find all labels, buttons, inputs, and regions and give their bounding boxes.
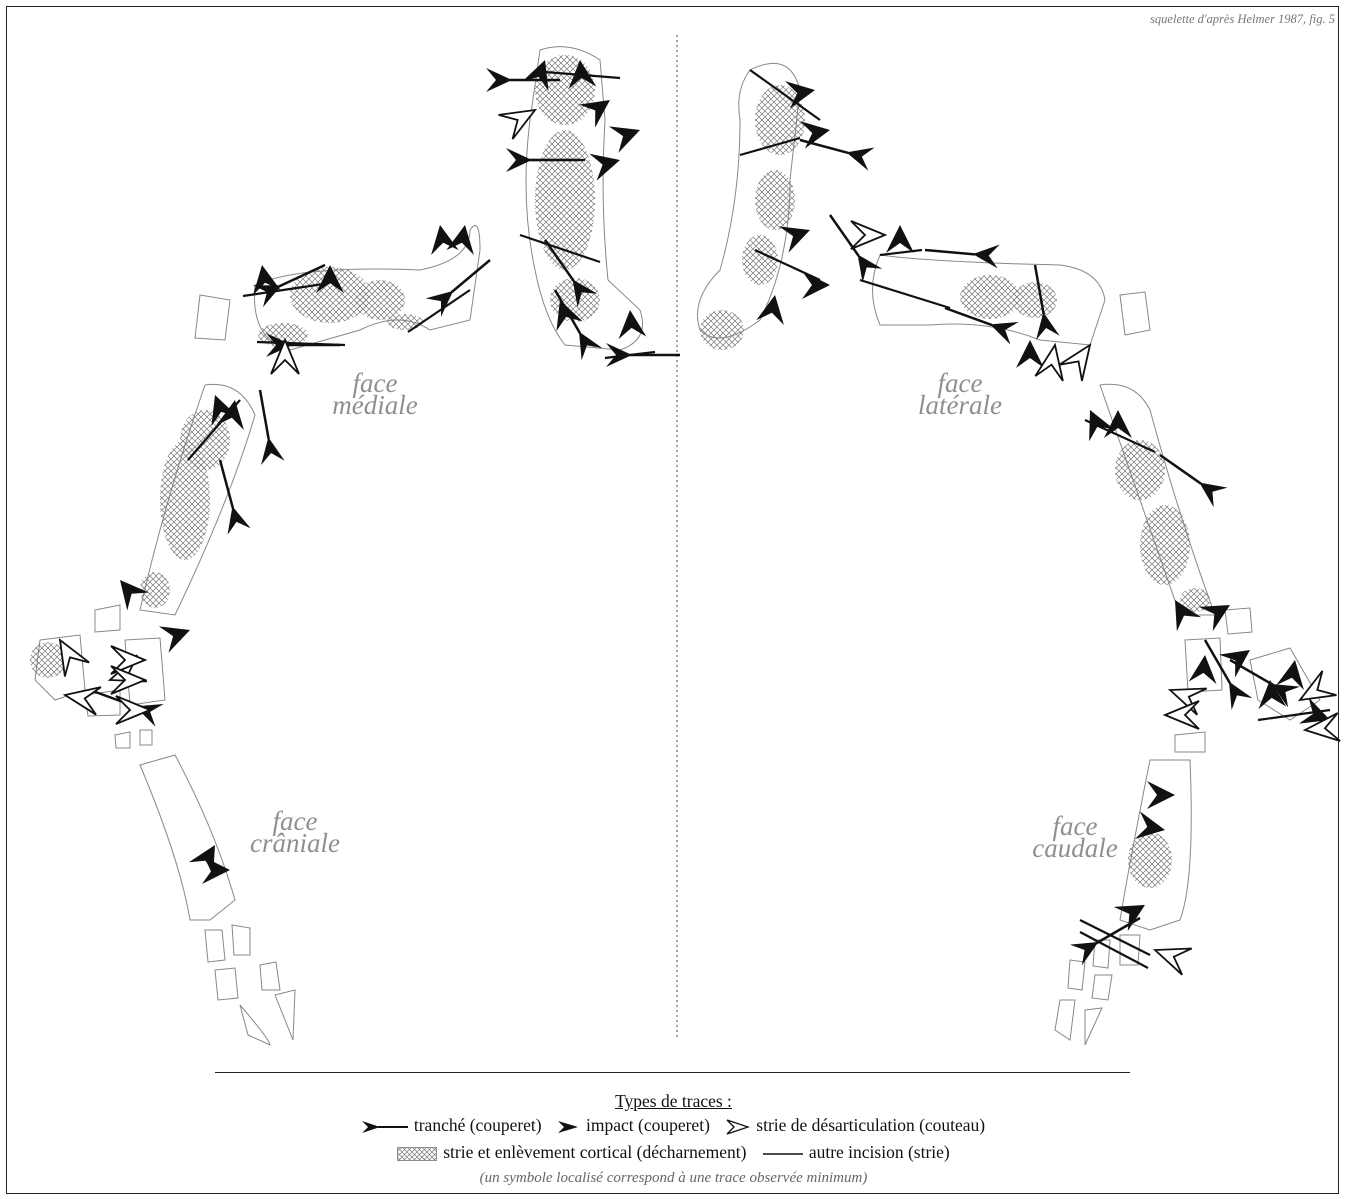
legend-item-decharnement: strie et enlèvement cortical (décharneme… <box>397 1142 751 1162</box>
carpal-right <box>1120 292 1150 335</box>
phalanges-left <box>205 925 295 1045</box>
legend-label-desarticulation: strie de désarticulation (couteau) <box>756 1115 985 1135</box>
legend-item-desarticulation: strie de désarticulation (couteau) <box>726 1115 985 1135</box>
label-face-mediale: face médiale <box>320 372 430 416</box>
tranche-icon <box>362 1120 408 1134</box>
metacarpal-left <box>140 755 235 920</box>
legend-note: (un symbole localisé correspond à une tr… <box>0 1170 1347 1187</box>
legend-label-incision: autre incision (strie) <box>809 1142 950 1162</box>
carpal-left <box>195 295 230 340</box>
legend-item-impact: impact (couperet) <box>558 1115 714 1135</box>
legend-label-impact: impact (couperet) <box>586 1115 710 1135</box>
hatch-swatch-icon <box>397 1147 437 1161</box>
label-face-craniale-line2: crâniale <box>240 832 350 854</box>
impact-icon <box>558 1120 580 1134</box>
incision-line-icon <box>763 1149 803 1159</box>
phalanges-right <box>1055 935 1140 1045</box>
label-face-caudale-line2: caudale <box>1020 837 1130 859</box>
small-bones-left <box>115 730 152 748</box>
legend-row-2: strie et enlèvement cortical (décharneme… <box>0 1142 1347 1163</box>
legend-title-text: Types de traces : <box>615 1091 732 1111</box>
skeleton-figure <box>0 0 1347 1070</box>
legend-label-decharnement: strie et enlèvement cortical (décharneme… <box>443 1142 746 1162</box>
decharnement-zones <box>30 55 1210 888</box>
legend-divider <box>215 1072 1130 1073</box>
label-face-laterale-line2: latérale <box>905 394 1015 416</box>
legend-row-1: tranché (couperet) impact (couperet) str… <box>0 1115 1347 1136</box>
label-face-laterale: face latérale <box>905 372 1015 416</box>
legend-item-tranche: tranché (couperet) <box>362 1115 546 1135</box>
legend-item-incision: autre incision (strie) <box>763 1142 950 1162</box>
label-face-craniale: face crâniale <box>240 810 350 854</box>
legend-label-tranche: tranché (couperet) <box>414 1115 542 1135</box>
legend-title: Types de traces : <box>0 1091 1347 1112</box>
desarticulation-icon <box>726 1119 750 1135</box>
label-face-mediale-line2: médiale <box>320 394 430 416</box>
label-face-caudale: face caudale <box>1020 815 1130 859</box>
